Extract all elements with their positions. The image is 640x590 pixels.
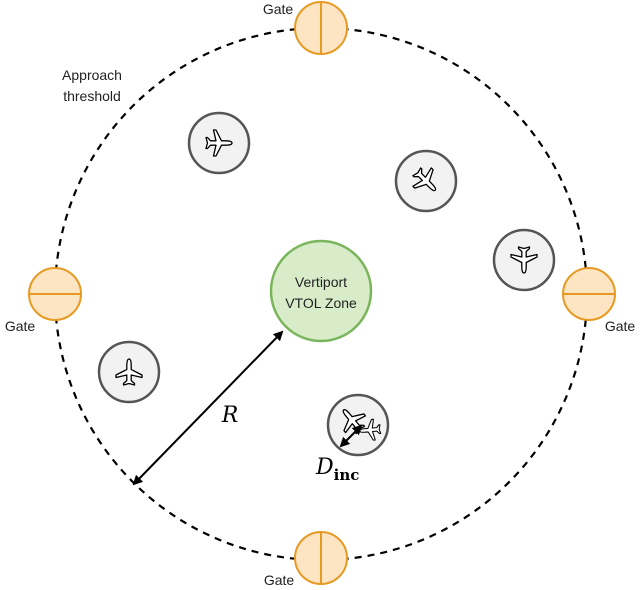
gate-bottom-label: Gate — [264, 572, 295, 588]
vertiport-circle — [269, 239, 373, 343]
radius-arrow — [132, 330, 284, 486]
gate-bottom[interactable] — [294, 531, 348, 585]
incursion-distance-label: Dinc — [315, 455, 359, 484]
gate-top-label: Gate — [263, 1, 294, 17]
incursion-distance-arrow — [339, 424, 363, 448]
vertiport-label-line2: VTOL Zone — [285, 295, 357, 311]
approach-threshold-label: Approach — [62, 67, 122, 83]
approach-threshold-label-line2: threshold — [63, 88, 121, 104]
incursion-distance-subscript: inc — [334, 466, 360, 484]
aircraft-5[interactable] — [326, 393, 390, 457]
gate-left[interactable] — [28, 267, 82, 321]
aircraft-4[interactable] — [97, 340, 161, 404]
gate-right[interactable] — [562, 267, 616, 321]
gate-top[interactable] — [294, 1, 348, 55]
aircraft-3[interactable] — [492, 228, 556, 292]
vertiport-vtol-zone[interactable]: Vertiport VTOL Zone — [269, 239, 373, 343]
gate-right-label: Gate — [605, 318, 636, 334]
incursion-distance-symbol: D — [315, 455, 334, 480]
vertiport-label: Vertiport — [295, 274, 347, 290]
aircraft-2[interactable] — [394, 149, 458, 213]
aircraft-1[interactable] — [187, 111, 251, 175]
gate-left-label: Gate — [5, 318, 36, 334]
radius-label: R — [221, 403, 239, 428]
